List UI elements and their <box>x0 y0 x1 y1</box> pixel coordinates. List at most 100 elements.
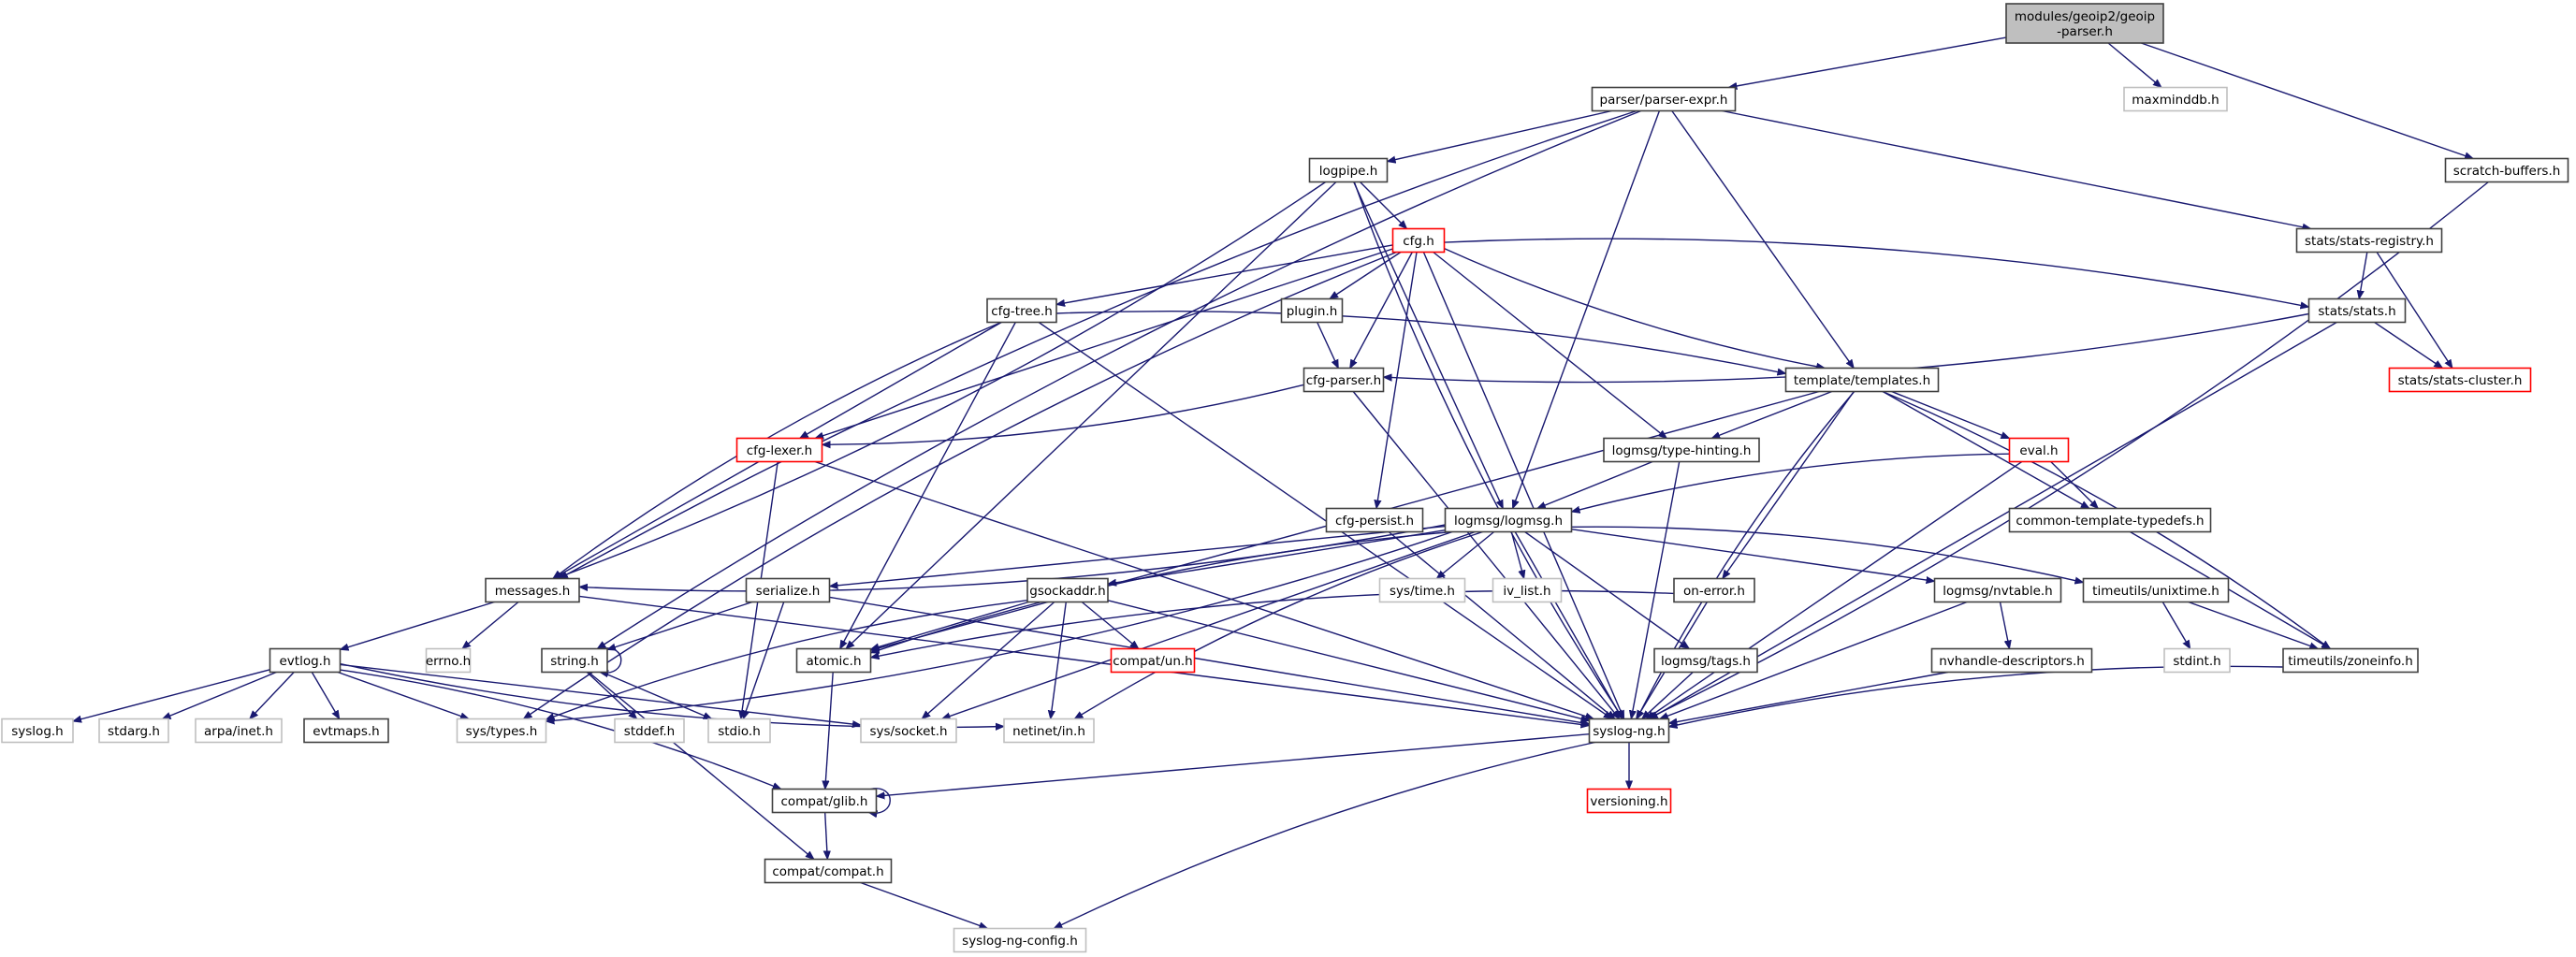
node-nvtable[interactable]: logmsg/nvtable.h <box>1933 577 2062 603</box>
edge-nvtable-to-syslog_ng <box>1660 601 1968 720</box>
node-stdarg: stdarg.h <box>98 718 169 744</box>
edge-eval-to-common_tt <box>2050 461 2099 509</box>
node-box <box>2008 437 2070 463</box>
edge-logmsg-to-gsockaddr <box>1108 529 1446 585</box>
node-label: on-error.h <box>1683 584 1745 599</box>
node-versioning[interactable]: versioning.h <box>1586 788 1672 814</box>
node-common-tt[interactable]: common-template-typedefs.h <box>2008 507 2212 533</box>
node-gsockaddr[interactable]: gsockaddr.h <box>1026 577 1109 603</box>
edge-logmsg-to-iv_list <box>1510 531 1523 579</box>
node-cfg-persist[interactable]: cfg-persist.h <box>1325 507 1424 533</box>
node-label: logmsg/nvtable.h <box>1943 584 2052 599</box>
node-box <box>1653 647 1758 674</box>
node-box <box>2163 647 2231 674</box>
node-box <box>2282 647 2419 674</box>
node-cfg[interactable]: cfg.h <box>1391 227 1446 254</box>
node-label: nvhandle-descriptors.h <box>1939 654 2085 669</box>
edge-messages-to-syslog_ng <box>578 595 1590 725</box>
edge-evtlog-to-sys_types <box>337 671 469 719</box>
edge-messages-to-errno <box>462 601 519 649</box>
edge-parser_expr-to-templates <box>1671 110 1854 369</box>
edge-logmsg-to-unixtime <box>1571 526 2084 582</box>
node-box <box>541 647 608 674</box>
node-type-hinting[interactable]: logmsg/type-hinting.h <box>1603 437 1760 463</box>
node-iv-list: iv_list.h <box>1492 577 1563 603</box>
edge-evtlog-to-syslog <box>73 669 270 721</box>
node-label: netinet/in.h <box>1012 724 1085 739</box>
edge-plugin-to-cfg_parser <box>1317 322 1339 369</box>
node-on-error[interactable]: on-error.h <box>1673 577 1755 603</box>
node-cfg-lexer[interactable]: cfg-lexer.h <box>735 437 823 463</box>
node-stats-cluster[interactable]: stats/stats-cluster.h <box>2388 367 2532 393</box>
node-evtmaps[interactable]: evtmaps.h <box>303 718 389 744</box>
node-label: atomic.h <box>807 654 862 669</box>
node-box <box>1603 437 1760 463</box>
node-tags[interactable]: logmsg/tags.h <box>1653 647 1758 674</box>
node-plugin[interactable]: plugin.h <box>1280 297 1344 324</box>
node-logpipe[interactable]: logpipe.h <box>1308 157 1389 183</box>
edge-scratch-to-syslog_ng <box>1648 181 2489 720</box>
edge-parser_expr-to-logpipe <box>1388 109 1612 162</box>
node-root[interactable]: modules/geoip2/geoip-parser.h <box>2005 3 2164 44</box>
node-label: compat/un.h <box>1113 654 1192 669</box>
node-label: errno.h <box>426 654 471 669</box>
edge-parser_expr-to-messages <box>560 109 1637 580</box>
edge-logmsg-to-messages <box>579 524 1446 592</box>
node-box <box>2388 367 2532 393</box>
edge-cfg-to-sys_types <box>523 251 1397 719</box>
node-compat-glib[interactable]: compat/glib.h <box>771 788 878 814</box>
node-sys-time: sys/time.h <box>1378 577 1466 603</box>
node-label: stdio.h <box>718 724 761 739</box>
edge-string-to-stdio <box>602 671 711 720</box>
node-scratch[interactable]: scratch-buffers.h <box>2444 157 2569 183</box>
edge-root-to-maxminddb <box>2107 42 2161 88</box>
edge-tags-to-syslog_ng <box>1642 671 1694 719</box>
edge-root-to-scratch <box>2141 42 2473 159</box>
node-box <box>1303 367 1385 393</box>
edge-serialize-to-syslog_ng <box>829 596 1590 724</box>
edge-cfg-to-cfg_tree <box>1056 244 1393 305</box>
node-stats-registry[interactable]: stats/stats-registry.h <box>2295 227 2443 254</box>
node-nvhandle[interactable]: nvhandle-descriptors.h <box>1930 647 2093 674</box>
edge-syslog_ng-to-compat_glib <box>877 733 1590 797</box>
edge-logmsg-to-sys_time <box>1436 530 1495 579</box>
node-compat-compat[interactable]: compat/compat.h <box>764 858 893 884</box>
node-label: timeutils/unixtime.h <box>2092 584 2219 599</box>
node-unixtime[interactable]: timeutils/unixtime.h <box>2082 577 2230 603</box>
edge-serialize-to-stdio <box>743 602 785 719</box>
node-label: scratch-buffers.h <box>2453 164 2561 179</box>
node-zoneinfo[interactable]: timeutils/zoneinfo.h <box>2282 647 2419 674</box>
node-string[interactable]: string.h <box>541 647 608 674</box>
edge-stats-to-stats_cluster <box>2374 321 2443 369</box>
node-stats[interactable]: stats/stats.h <box>2307 297 2407 324</box>
node-syslog-ng[interactable]: syslog-ng.h <box>1588 718 1670 744</box>
node-label: sys/time.h <box>1390 584 1455 599</box>
node-sys-types: sys/types.h <box>456 718 547 744</box>
node-logmsg[interactable]: logmsg/logmsg.h <box>1444 507 1573 533</box>
node-eval[interactable]: eval.h <box>2008 437 2070 463</box>
edge-common_tt-to-zoneinfo <box>2130 530 2330 649</box>
node-cfg-parser[interactable]: cfg-parser.h <box>1303 367 1385 393</box>
edge-unixtime-to-zoneinfo <box>2188 601 2319 649</box>
node-cfg-tree[interactable]: cfg-tree.h <box>986 297 1057 324</box>
edge-evtlog-to-stdarg <box>163 671 277 720</box>
node-box <box>953 927 1087 953</box>
node-box <box>614 718 685 744</box>
node-box <box>1308 157 1389 183</box>
node-parser-expr[interactable]: parser/parser-expr.h <box>1591 86 1737 112</box>
node-serialize[interactable]: serialize.h <box>745 577 831 603</box>
edge-parser_expr-to-stats_registry <box>1722 109 2310 229</box>
node-compat-un[interactable]: compat/un.h <box>1110 647 1196 674</box>
node-box <box>2123 86 2228 112</box>
node-label: parser/parser-expr.h <box>1600 93 1728 108</box>
edge-parser_expr-to-string <box>597 109 1642 649</box>
node-box <box>303 718 389 744</box>
node-messages[interactable]: messages.h <box>485 577 580 603</box>
edge-eval-to-syslog_ng <box>1646 460 2023 719</box>
node-atomic[interactable]: atomic.h <box>795 647 872 674</box>
node-box <box>745 577 831 603</box>
node-label: cfg-persist.h <box>1335 514 1414 529</box>
node-templates[interactable]: template/templates.h <box>1784 367 1940 393</box>
node-evtlog[interactable]: evtlog.h <box>269 647 342 674</box>
node-label: stats/stats-cluster.h <box>2398 373 2523 388</box>
